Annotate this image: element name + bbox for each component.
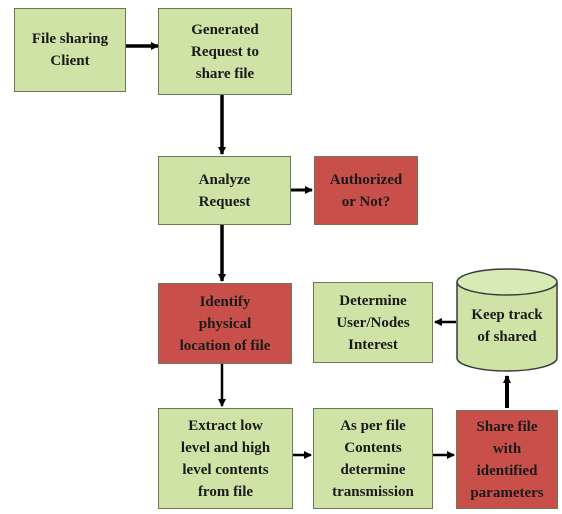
node-generated-request: Generated Request to share file bbox=[158, 8, 292, 95]
node-authorized-or-not: Authorized or Not? bbox=[314, 156, 418, 225]
node-extract-contents: Extract low level and high level content… bbox=[158, 408, 293, 509]
node-keep-track: Keep track of shared bbox=[471, 307, 543, 345]
node-identify-location: Identify physical location of file bbox=[158, 283, 292, 364]
node-determine-transmission: As per file Contents determine transmiss… bbox=[313, 408, 433, 509]
datastore-cylinder bbox=[456, 268, 558, 372]
node-analyze-request: Analyze Request bbox=[158, 156, 291, 225]
node-share-file: Share file with identified parameters bbox=[456, 410, 558, 509]
node-file-sharing-client: File sharing Client bbox=[14, 8, 126, 92]
node-determine-interest: Determine User/Nodes Interest bbox=[313, 282, 433, 363]
